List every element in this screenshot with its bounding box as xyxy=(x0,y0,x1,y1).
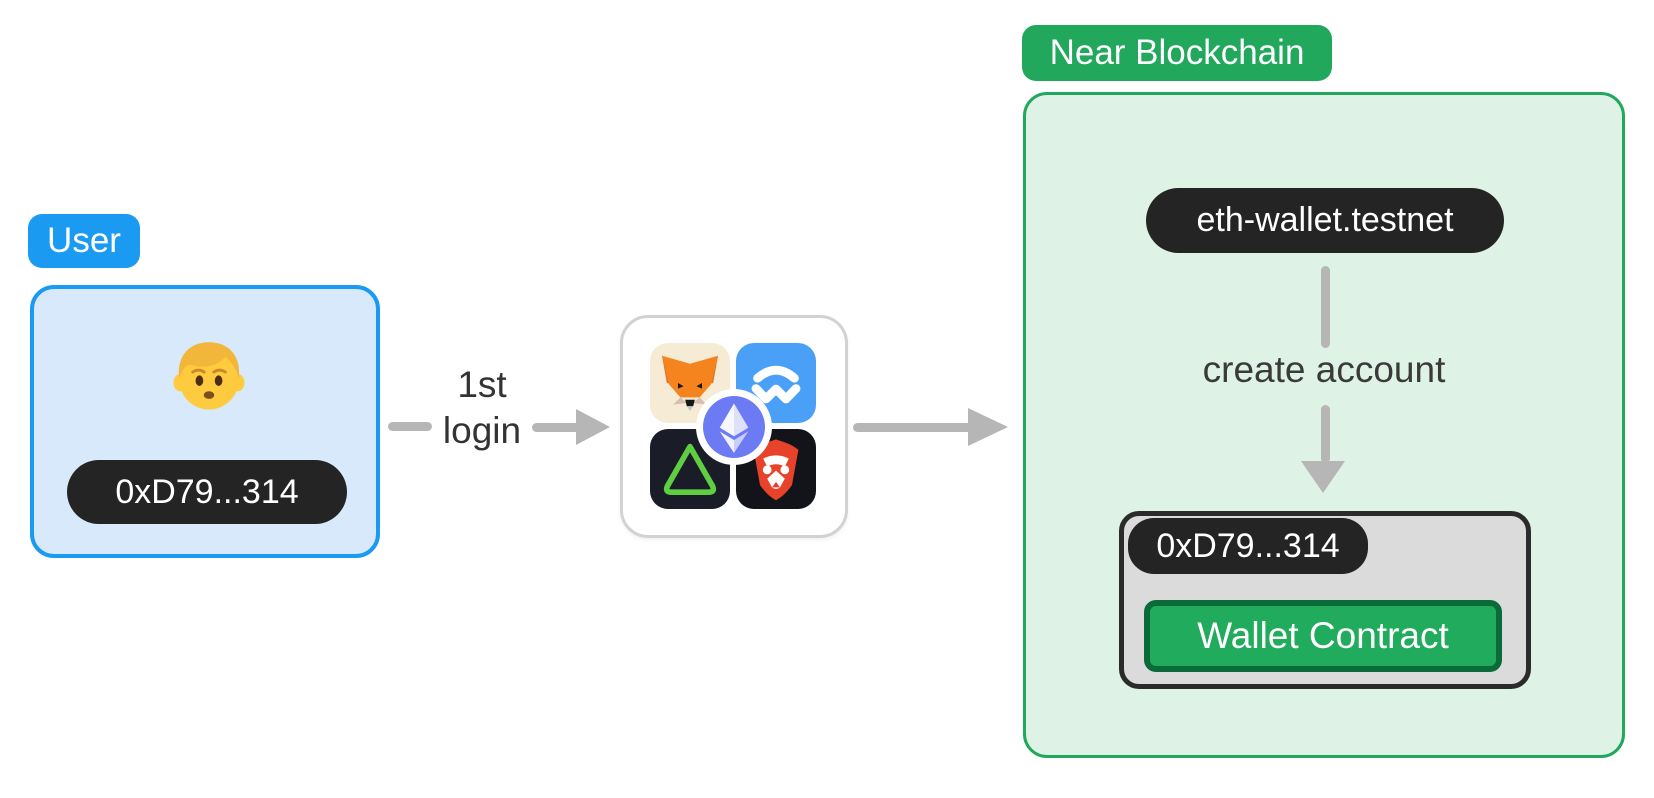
account-address-pill: 0xD79...314 xyxy=(1128,518,1368,574)
near-blockchain-box: eth-wallet.testnet create account 0xD79.… xyxy=(1023,92,1625,758)
arrow-down-head-icon xyxy=(1301,461,1345,493)
flow-line-bottom xyxy=(1321,405,1330,463)
first-login-line1: 1st xyxy=(457,364,507,405)
wallet-selector-box xyxy=(620,315,848,538)
near-blockchain-badge: Near Blockchain xyxy=(1022,25,1332,81)
first-login-line2: login xyxy=(442,410,522,451)
wallet-contract-button: Wallet Contract xyxy=(1144,600,1502,672)
ethereum-icon xyxy=(696,389,772,465)
person-emoji-icon xyxy=(161,325,257,421)
create-account-label: create account xyxy=(1202,349,1446,390)
user-address-pill: 0xD79...314 xyxy=(67,460,347,524)
eth-wallet-contract-pill: eth-wallet.testnet xyxy=(1146,188,1504,253)
arrow-right2-line xyxy=(853,423,973,432)
connector-dash xyxy=(388,422,432,431)
flow-line-top xyxy=(1321,266,1330,348)
ethereum-diamond-icon xyxy=(703,396,765,458)
user-badge: User xyxy=(28,214,140,268)
arrow-right-line xyxy=(532,423,584,432)
first-login-label: 1st login xyxy=(412,362,552,454)
arrow-right2-head-icon xyxy=(968,408,1008,446)
user-box: 0xD79...314 xyxy=(30,285,380,558)
account-box: 0xD79...314 Wallet Contract xyxy=(1119,511,1531,689)
arrow-right-head-icon xyxy=(576,409,610,445)
